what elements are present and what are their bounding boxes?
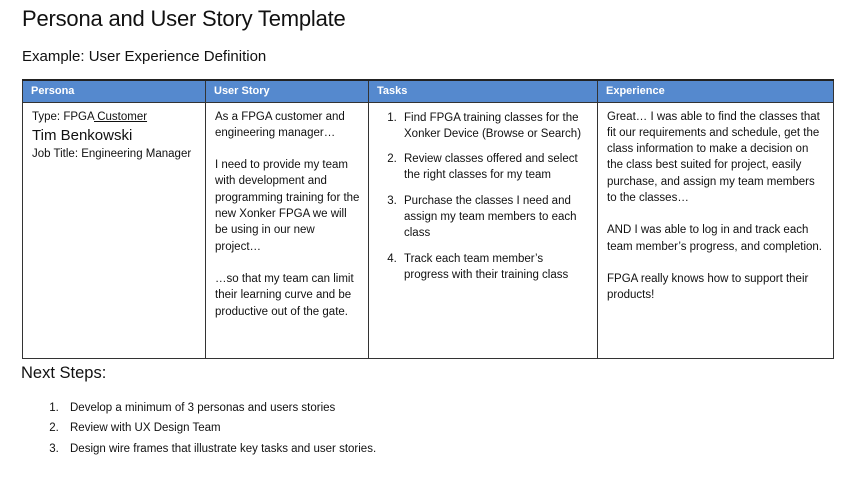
task-item: Purchase the classes I need and assign m…	[400, 193, 589, 242]
tasks-list: Find FPGA training classes for the Xonke…	[378, 110, 589, 284]
task-item: Find FPGA training classes for the Xonke…	[400, 110, 589, 143]
user-story-paragraph: As a FPGA customer and engineering manag…	[215, 110, 345, 139]
persona-name: Tim Benkowski	[32, 126, 133, 144]
persona-cell: Type: FPGA Customer Tim Benkowski Job Ti…	[22, 101, 206, 359]
next-step-item: Design wire frames that illustrate key t…	[62, 441, 722, 457]
persona-type-value: Customer	[94, 110, 148, 123]
task-item: Track each team member’s progress with t…	[400, 251, 589, 284]
example-section-heading: Example: User Experience Definition	[22, 48, 267, 65]
user-story-cell: As a FPGA customer and engineering manag…	[205, 101, 369, 359]
experience-paragraph: AND I was able to log in and track each …	[607, 224, 822, 253]
next-steps-heading: Next Steps:	[21, 364, 107, 382]
tasks-cell: Find FPGA training classes for the Xonke…	[368, 101, 598, 359]
next-steps-list: Develop a minimum of 3 personas and user…	[22, 400, 722, 461]
persona-type: Type: FPGA Customer	[32, 109, 197, 125]
experience-cell: Great… I was able to find the classes th…	[597, 101, 834, 359]
persona-job-title: Job Title: Engineering Manager	[32, 148, 192, 161]
column-header-user-story: User Story	[205, 79, 369, 103]
user-story-paragraph: I need to provide my team with developme…	[215, 159, 360, 253]
persona-user-story-table: Persona User Story Tasks Experience Type…	[22, 79, 834, 359]
task-item: Review classes offered and select the ri…	[400, 151, 589, 184]
persona-type-label: Type: FPGA	[32, 110, 94, 123]
user-story-paragraph: …so that my team can limit their learnin…	[215, 273, 354, 318]
column-header-persona: Persona	[22, 79, 206, 103]
experience-paragraph: Great… I was able to find the classes th…	[607, 110, 820, 205]
experience-paragraph: FPGA really knows how to support their p…	[607, 273, 809, 302]
page-title: Persona and User Story Template	[22, 6, 346, 31]
next-step-item: Review with UX Design Team	[62, 420, 722, 436]
table-body-row: Type: FPGA Customer Tim Benkowski Job Ti…	[22, 101, 834, 359]
table-header-row: Persona User Story Tasks Experience	[22, 79, 834, 103]
next-step-item: Develop a minimum of 3 personas and user…	[62, 400, 722, 416]
column-header-tasks: Tasks	[368, 79, 598, 103]
column-header-experience: Experience	[597, 79, 834, 103]
